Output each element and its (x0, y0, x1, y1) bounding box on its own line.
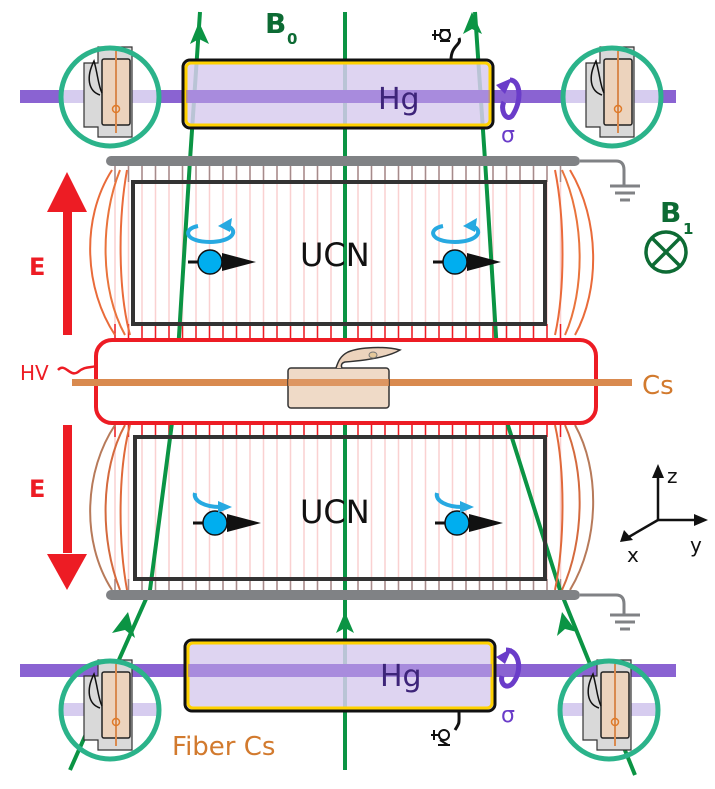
b0-arrowhead-left-bottom (112, 612, 135, 638)
fiber-cs-label: Fiber Cs (172, 732, 275, 762)
sigma-arrowhead-bottom (496, 648, 512, 664)
hg-beam-top-through-cell (186, 90, 490, 103)
ground-wire-top (580, 159, 626, 186)
b0-label: B (265, 7, 286, 40)
hg-valve-top-icon (432, 29, 461, 61)
ground-bottom-icon (610, 613, 640, 631)
neutron-spin-top-right-icon (431, 218, 501, 275)
sigma-label-top: σ (501, 123, 515, 148)
hg-label-top: Hg (378, 82, 420, 117)
ucn-chamber-top (131, 180, 547, 326)
sigma-label-bottom: σ (501, 703, 515, 728)
axis-z-label: z (667, 464, 678, 488)
hv-wire (57, 364, 97, 375)
b0-arrowhead-left-top (190, 22, 209, 44)
b0-arrowhead-right-top (463, 12, 482, 34)
b1-into-page-icon (644, 230, 688, 274)
neutron-spin-top-left-icon (186, 218, 256, 275)
ground-electrode-bottom (106, 590, 580, 600)
axis-x-label: x (627, 543, 639, 567)
ucn-label-bottom: UCN (300, 493, 370, 531)
hg-valve-bottom-icon (431, 710, 461, 746)
ground-electrode-top (106, 156, 580, 166)
sigma-circular-arrow-bottom (499, 647, 522, 689)
efield-label-top: E (29, 253, 45, 281)
b0-arrowhead-center-bottom (336, 612, 354, 633)
b0-label-subscript: 0 (287, 30, 297, 48)
fiber-cs-magnetometer-bottom-left-icon (58, 658, 162, 762)
ucn-label-top: UCN (300, 236, 370, 274)
efield-label-bottom: E (29, 475, 45, 503)
cs-label: Cs (642, 371, 674, 401)
ucn-chamber-bottom (133, 435, 547, 581)
ground-wire-bottom (580, 593, 626, 615)
sigma-circular-arrow-top (500, 77, 522, 120)
fiber-cs-magnetometer-top-left-icon (58, 45, 162, 149)
fiber-cs-magnetometer-top-right-icon (560, 45, 664, 149)
cs-cell-center (287, 346, 402, 409)
ground-top-icon (610, 184, 640, 202)
hg-cell-top: Hg σ (20, 29, 676, 148)
efield-arrow-up (47, 172, 87, 335)
efield-arrow-down (47, 425, 87, 590)
neutron-spin-bottom-left-icon (192, 492, 261, 536)
b1-label-subscript: 1 (683, 220, 693, 238)
hg-label-bottom: Hg (380, 659, 422, 694)
neutron-spin-bottom-right-icon (434, 492, 503, 536)
b0-arrowhead-right-bottom (557, 612, 577, 636)
coordinate-axes (620, 464, 708, 542)
hg-cell-bottom: Hg σ (20, 638, 676, 746)
hg-beam-bottom-through-cell (188, 664, 492, 677)
hv-label: HV (20, 361, 49, 385)
axis-y-label: y (690, 533, 702, 557)
sigma-arrowhead-top (496, 78, 512, 94)
fiber-cs-magnetometer-bottom-right-icon (557, 658, 661, 762)
b1-label: B (660, 196, 681, 229)
fringe-field-lines (89, 169, 595, 591)
